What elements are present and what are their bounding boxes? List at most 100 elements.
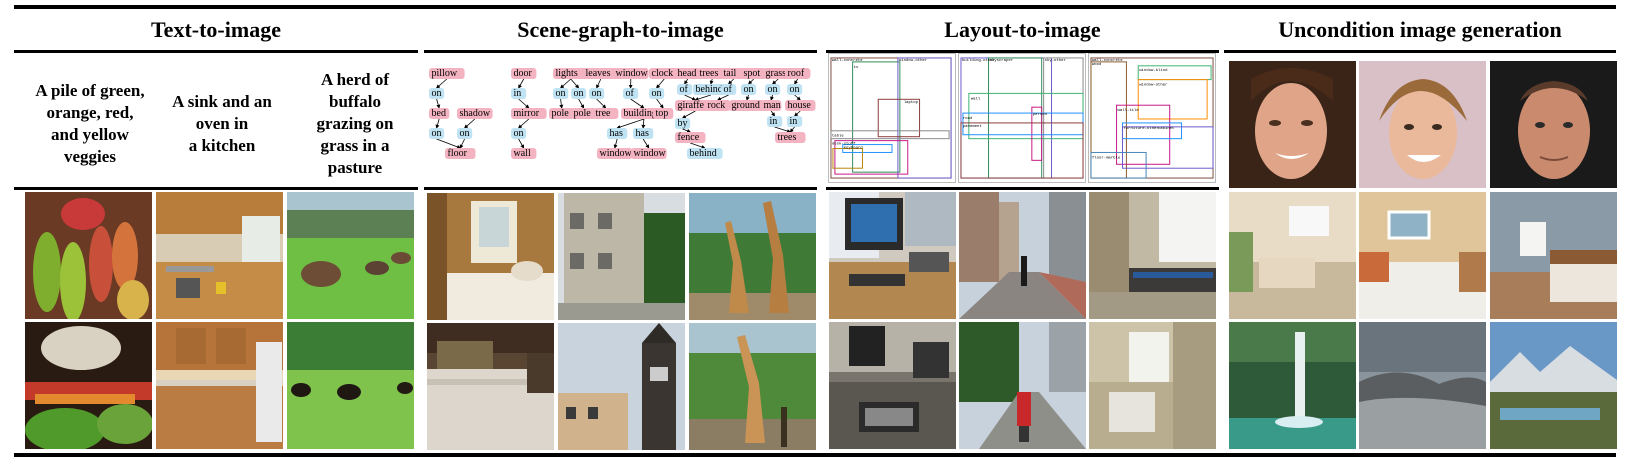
scene-graph-relation-box xyxy=(765,84,781,95)
scene-graph-object: trees xyxy=(700,68,719,79)
scene-graph-relation-box xyxy=(623,88,639,99)
layout-label: wall-tile xyxy=(1118,108,1140,113)
scene-graph-object: giraffe xyxy=(678,100,705,111)
scene-graph-object-box xyxy=(741,68,767,79)
scene-graph-object: window xyxy=(634,148,667,159)
scene-graph-edge xyxy=(436,78,448,89)
scene-graph-edge xyxy=(596,98,607,109)
layout-canvas: building-other skyscraper sky-other wall… xyxy=(960,57,1084,179)
scene-graph-edge xyxy=(684,78,689,85)
scene-graph-edge xyxy=(694,94,711,101)
generated-room-2 xyxy=(1359,192,1486,319)
scene-graph-object-box xyxy=(785,100,816,111)
scene-graph-relation-box xyxy=(633,128,654,139)
scene-graph-object-box xyxy=(649,68,680,79)
scene-graph-object-box xyxy=(571,108,597,119)
scene-graph-object: window xyxy=(616,68,649,79)
scene-graph-relation-box xyxy=(675,118,691,129)
generated-giraffe-2 xyxy=(689,323,816,450)
layout-canvas: wall-concrete window-other tv laptop tab… xyxy=(830,57,952,179)
layout-panel-3: wall-concrete wood window-blind window-o… xyxy=(1088,53,1216,183)
scene-graph-relation-box xyxy=(511,88,527,99)
scene-graph-object-box xyxy=(631,148,667,159)
layout-panel-1: wall-concrete window-other tv laptop tab… xyxy=(828,53,956,183)
scene-graph-edge xyxy=(559,98,564,109)
scene-graph-object: wall xyxy=(514,148,531,159)
scene-graph-edge xyxy=(518,138,525,149)
scene-graph-object: house xyxy=(788,100,812,111)
scene-graph-relation-box xyxy=(511,128,527,139)
scene-graph-relation-box xyxy=(429,128,445,139)
generated-room-3 xyxy=(1490,192,1617,319)
scene-graph-edge xyxy=(789,126,795,133)
scene-graph-edge xyxy=(684,94,697,101)
generated-bathroom-1 xyxy=(1089,192,1216,319)
scene-graph-relation: on xyxy=(790,84,800,95)
text-caption: A sink and an oven in a kitchen xyxy=(172,92,272,155)
scene-graph-object-box xyxy=(775,132,806,143)
generated-buffalo-2 xyxy=(287,322,414,449)
scene-graph-object-box xyxy=(675,132,706,143)
title-rule-2 xyxy=(424,50,817,53)
scene-graph-edge xyxy=(436,138,461,149)
scene-graph-edge xyxy=(772,78,779,85)
scene-graph-edge xyxy=(616,118,645,129)
generated-kitchen-1 xyxy=(156,192,283,319)
scene-graph-relation-box xyxy=(693,84,729,95)
generated-street-2 xyxy=(959,322,1086,449)
scene-graph-edge xyxy=(656,98,664,109)
text-caption: A pile of green, orange, red, and yellow… xyxy=(35,81,145,166)
scene-graph-relation: behind xyxy=(696,84,723,95)
scene-graph-relation: on xyxy=(592,88,602,99)
mid-rule-3 xyxy=(826,187,1219,190)
generated-face-1 xyxy=(1229,61,1356,188)
scene-graph-relation: on xyxy=(432,128,442,139)
layout-label: furniture-other xyxy=(1123,126,1158,131)
scene-graph-object: man xyxy=(764,100,781,111)
scene-graph-canvas: pillowonbedonshadowonfloordoorinmirroron… xyxy=(429,68,816,159)
scene-graph-edge xyxy=(656,78,665,89)
scene-graph-relation: of xyxy=(626,88,635,99)
scene-graph-relation-box xyxy=(677,84,693,95)
scene-graph-relation: of xyxy=(724,84,733,95)
column-title: Layout-to-image xyxy=(944,17,1101,42)
scene-graph-relation: on xyxy=(556,88,566,99)
scene-graph-relation: by xyxy=(678,118,688,129)
scene-graph-object: rock xyxy=(708,100,726,111)
layout-label: desk-stuff xyxy=(832,142,856,147)
scene-graph-object: door xyxy=(514,68,533,79)
layout-label: wood xyxy=(1092,62,1102,67)
layout-label: floor-marble xyxy=(1092,155,1121,160)
scene-graph-edge xyxy=(774,126,792,133)
title-rule-3 xyxy=(826,50,1219,53)
layout-panel-2: building-other skyscraper sky-other wall… xyxy=(958,53,1086,183)
generated-face-3 xyxy=(1490,61,1617,188)
scene-graph-object: fence xyxy=(678,132,700,143)
scene-graph-relation-box xyxy=(571,88,587,99)
scene-graph-object: grass xyxy=(766,68,787,79)
scene-graph-object: top xyxy=(656,108,669,119)
scene-graph-relation-box xyxy=(457,128,473,139)
generated-mountain-lake xyxy=(1490,322,1617,449)
generated-bathroom-2 xyxy=(1089,322,1216,449)
scene-graph-relation-box xyxy=(787,116,803,127)
scene-graph-edge xyxy=(794,110,801,117)
scene-graph-object-box xyxy=(429,68,465,79)
scene-graph-relation-box xyxy=(741,84,757,95)
scene-graph-edge xyxy=(681,110,696,119)
scene-graph-edge xyxy=(464,118,476,129)
scene-graph-relation: on xyxy=(744,84,754,95)
generated-kitchen-2 xyxy=(156,322,283,449)
generated-veggies-2 xyxy=(25,322,152,449)
layout-label: pavement xyxy=(963,125,982,129)
layout-label: laptop xyxy=(904,100,919,105)
scene-graph-relation: on xyxy=(432,88,442,99)
title-rule-1 xyxy=(14,50,418,53)
scene-graph-object: pillow xyxy=(432,68,458,79)
scene-graph-relation: on xyxy=(768,84,778,95)
mid-rule-2 xyxy=(424,187,817,190)
scene-graph-edge xyxy=(770,94,774,101)
scene-graph-object: shadow xyxy=(460,108,491,119)
scene-graph-edge xyxy=(716,94,729,101)
